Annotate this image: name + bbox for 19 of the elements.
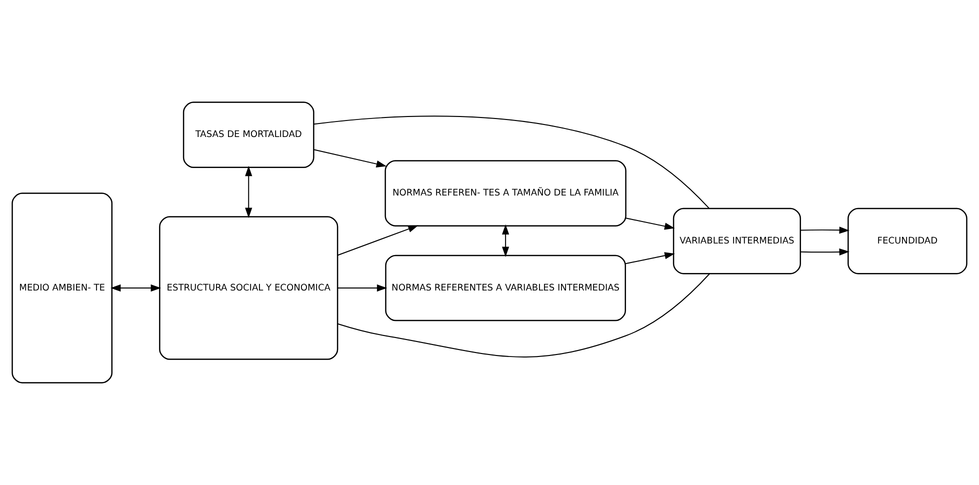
- arrow: [110, 284, 162, 292]
- connector: [337, 273, 710, 358]
- arrow: [625, 252, 675, 264]
- connector: [313, 116, 710, 209]
- node-box: ESTRUCTURA SOCIAL Y ECONOMICA: [159, 216, 338, 360]
- node-box: NORMAS REFERENTES A VARIABLES INTERMEDIAS: [385, 254, 626, 322]
- arrow: [245, 166, 252, 218]
- arrow: [337, 284, 388, 292]
- node-box: NORMAS REFEREN- TES A TAMAÑO DE LA FAMILIA: [384, 160, 626, 226]
- arrow: [625, 218, 675, 230]
- node-box: FECUNDIDAD: [848, 208, 968, 274]
- node-box: MEDIO AMBIEN- TE: [12, 192, 113, 384]
- arrow: [337, 225, 418, 256]
- node-box: VARIABLES INTERMEDIAS: [672, 208, 801, 274]
- arrow: [313, 149, 387, 168]
- node-box: TASAS DE MORTALIDAD: [182, 102, 314, 168]
- arrow: [800, 248, 850, 256]
- arrow: [502, 224, 510, 257]
- arrow: [800, 226, 850, 234]
